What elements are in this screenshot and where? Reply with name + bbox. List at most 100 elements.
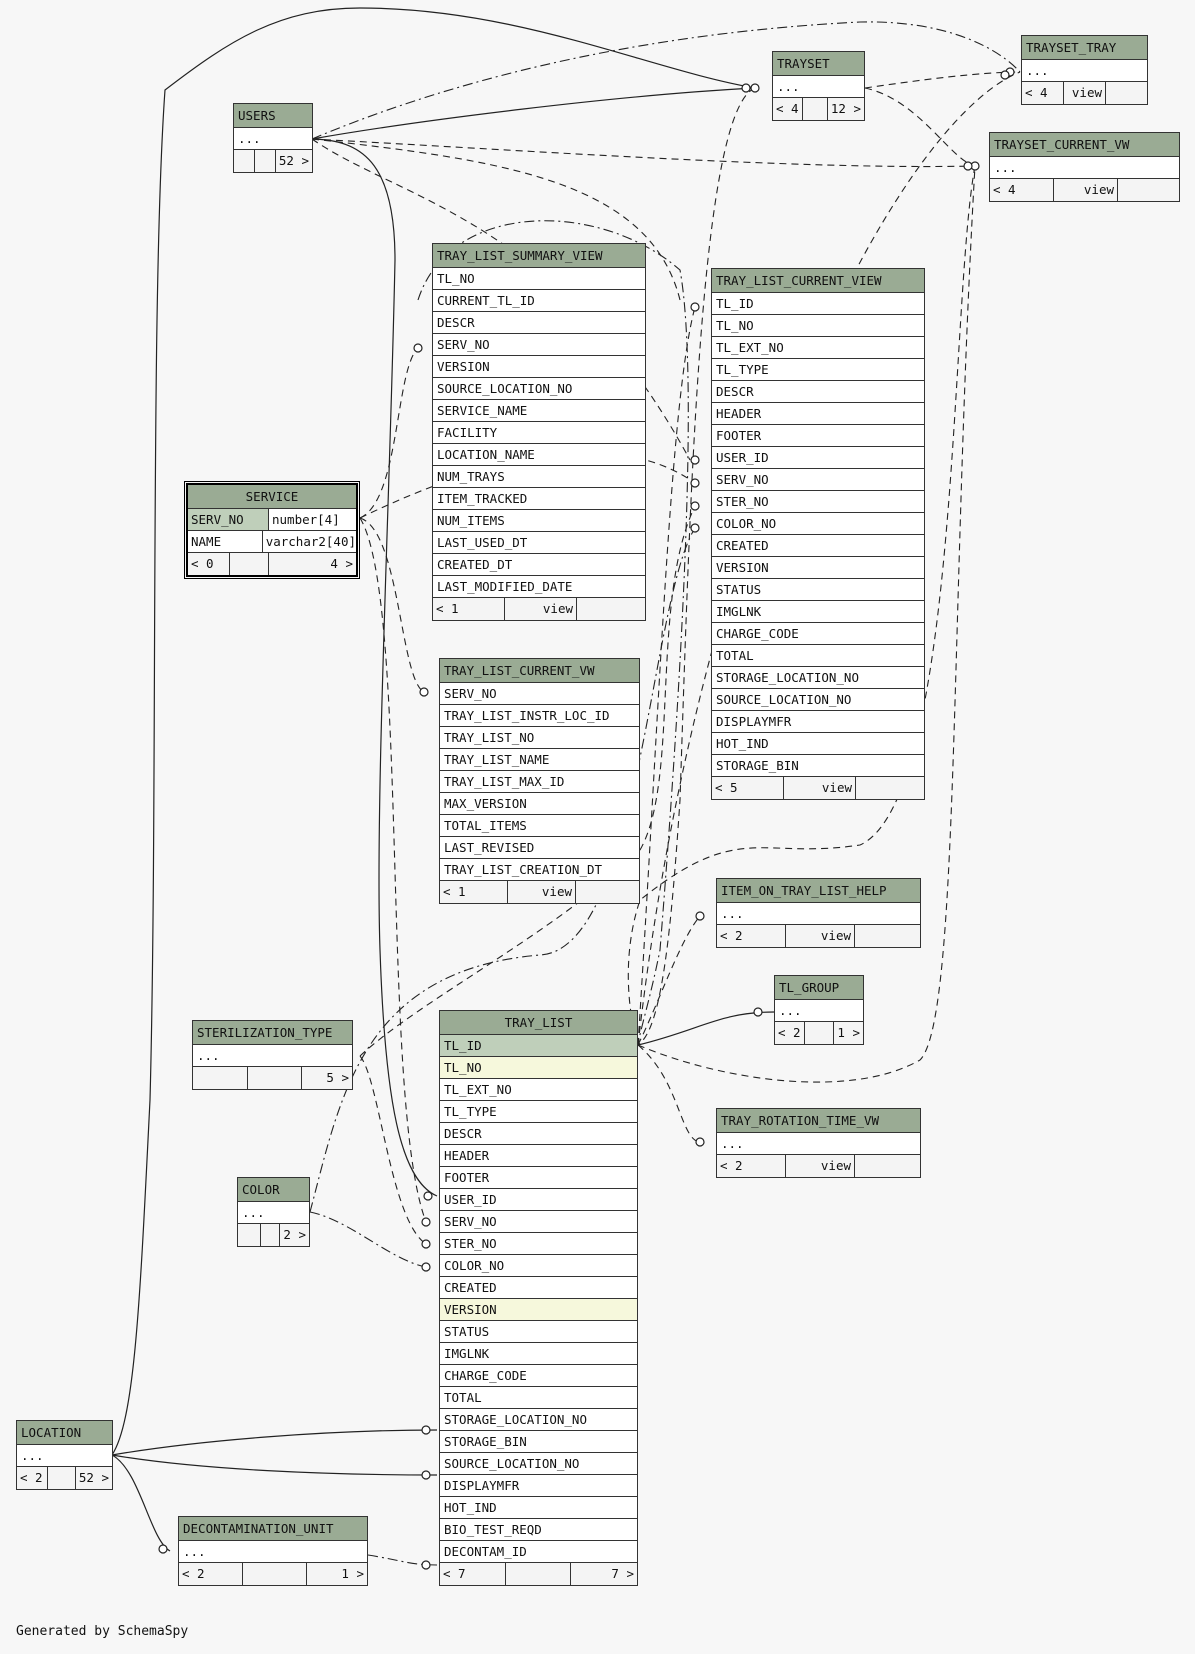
table-row: STORAGE_BIN — [440, 1431, 637, 1453]
table-tray-list[interactable]: TRAY_LIST TL_ID TL_NO TL_EXT_NO TL_TYPE … — [439, 1010, 638, 1586]
table-row: CURRENT_TL_ID — [433, 290, 645, 312]
table-row: TL_EXT_NO — [712, 337, 924, 359]
table-row: TL_NO — [440, 1057, 637, 1079]
table-header: TRAY_ROTATION_TIME_VW — [717, 1109, 920, 1133]
table-header: TRAY_LIST_CURRENT_VIEW — [712, 269, 924, 293]
rel-service-summary — [359, 347, 419, 519]
table-row: ... — [717, 903, 920, 925]
table-row: STORAGE_LOCATION_NO — [712, 667, 924, 689]
rel-users-trayset-tray — [311, 21, 1021, 140]
table-footer: < 1 view — [440, 881, 639, 903]
table-row: CHARGE_CODE — [440, 1365, 637, 1387]
table-row: SOURCE_LOCATION_NO — [440, 1453, 637, 1475]
rel-tray-list-current-view-tl — [637, 306, 696, 1046]
table-header: TRAY_LIST_SUMMARY_VIEW — [433, 244, 645, 268]
table-row: TRAY_LIST_INSTR_LOC_ID — [440, 705, 639, 727]
table-row: TL_ID — [712, 293, 924, 315]
table-row: TRAY_LIST_MAX_ID — [440, 771, 639, 793]
table-row: USER_ID — [440, 1189, 637, 1211]
table-row: SERV_NO — [433, 334, 645, 356]
table-row: TL_EXT_NO — [440, 1079, 637, 1101]
table-row: TOTAL — [712, 645, 924, 667]
table-row: TL_TYPE — [712, 359, 924, 381]
rel-service-current-vw — [359, 517, 425, 693]
table-row: FACILITY — [433, 422, 645, 444]
rel-location-source-location — [111, 1454, 438, 1476]
rel-service-current-view — [359, 452, 696, 519]
table-tl-group[interactable]: TL_GROUP ... < 2 1 > — [774, 975, 864, 1045]
table-row: SOURCE_LOCATION_NO — [433, 378, 645, 400]
table-trayset-tray[interactable]: TRAYSET_TRAY ... < 4 view — [1021, 35, 1148, 105]
table-footer: 52 > — [234, 150, 312, 172]
rel-tray-list-item-help — [637, 915, 701, 1046]
table-tray-list-summary-view[interactable]: TRAY_LIST_SUMMARY_VIEW TL_NO CURRENT_TL_… — [432, 243, 646, 621]
table-header: SERVICE — [188, 485, 356, 509]
table-service[interactable]: SERVICE SERV_NO number[4] NAME varchar2[… — [184, 481, 360, 579]
rel-color-tray-list — [309, 1211, 427, 1268]
table-header: COLOR — [238, 1178, 309, 1202]
rel-tray-list-back-loop — [637, 165, 976, 1083]
table-trayset-current-vw[interactable]: TRAYSET_CURRENT_VW ... < 4 view — [989, 132, 1180, 202]
table-row: ... — [17, 1445, 112, 1467]
rel-location-storage-location — [111, 1429, 438, 1456]
table-row: TL_NO — [433, 268, 645, 290]
table-location[interactable]: LOCATION ... < 2 52 > — [16, 1420, 113, 1490]
table-row: DECONTAM_ID — [440, 1541, 637, 1563]
table-row: CREATED — [440, 1277, 637, 1299]
table-footer: < 5 view — [712, 777, 924, 799]
table-row: SERVICE_NAME — [433, 400, 645, 422]
table-row: TL_TYPE — [440, 1101, 637, 1123]
table-row: ... — [234, 128, 312, 150]
table-row: DESCR — [433, 312, 645, 334]
table-row: ... — [179, 1541, 367, 1563]
table-footer: < 1 view — [433, 598, 645, 620]
rel-ster-tray-list — [359, 1055, 427, 1245]
table-row: STATUS — [712, 579, 924, 601]
table-header: TRAYSET — [773, 52, 864, 76]
table-footer: < 7 7 > — [440, 1563, 637, 1585]
table-tray-rotation-time-vw[interactable]: TRAY_ROTATION_TIME_VW ... < 2 view — [716, 1108, 921, 1178]
table-row: DISPLAYMFR — [712, 711, 924, 733]
table-decontamination-unit[interactable]: DECONTAMINATION_UNIT ... < 2 1 > — [178, 1516, 368, 1586]
table-row: SERV_NO — [712, 469, 924, 491]
table-footer: < 4 12 > — [773, 98, 864, 120]
table-row: IMGLNK — [712, 601, 924, 623]
table-row: ITEM_TRACKED — [433, 488, 645, 510]
table-row: ... — [773, 76, 864, 98]
table-footer: 5 > — [193, 1067, 352, 1089]
rel-users-tray-list-user-id — [311, 138, 438, 1197]
table-row: ... — [193, 1045, 352, 1067]
table-row: STORAGE_BIN — [712, 755, 924, 777]
table-trayset[interactable]: TRAYSET ... < 4 12 > — [772, 51, 865, 121]
table-row: LAST_MODIFIED_DATE — [433, 576, 645, 598]
table-row: SERV_NO — [440, 1211, 637, 1233]
table-footer: < 0 4 > — [188, 553, 356, 575]
rel-service-tray-list — [359, 517, 427, 1223]
rel-location-trayset — [111, 7, 756, 1456]
table-row: DESCR — [712, 381, 924, 403]
table-row: MAX_VERSION — [440, 793, 639, 815]
table-row: COLOR_NO — [440, 1255, 637, 1277]
table-sterilization-type[interactable]: STERILIZATION_TYPE ... 5 > — [192, 1020, 353, 1090]
table-users[interactable]: USERS ... 52 > — [233, 103, 313, 173]
table-row: NAME varchar2[40] — [188, 531, 356, 553]
table-row: DESCR — [440, 1123, 637, 1145]
table-color[interactable]: COLOR ... 2 > — [237, 1177, 310, 1247]
table-row: DISPLAYMFR — [440, 1475, 637, 1497]
table-row: STER_NO — [712, 491, 924, 513]
table-header: TRAY_LIST — [440, 1011, 637, 1035]
table-item-on-tray-list-help[interactable]: ITEM_ON_TRAY_LIST_HELP ... < 2 view — [716, 878, 921, 948]
rel-users-trayset-current-vw — [311, 138, 976, 168]
table-row: VERSION — [712, 557, 924, 579]
table-row: TRAY_LIST_NO — [440, 727, 639, 749]
table-row: FOOTER — [712, 425, 924, 447]
table-row: VERSION — [433, 356, 645, 378]
table-row: ... — [238, 1202, 309, 1224]
rel-users-trayset — [311, 87, 756, 140]
table-tray-list-current-vw[interactable]: TRAY_LIST_CURRENT_VW SERV_NO TRAY_LIST_I… — [439, 658, 640, 904]
rel-trayset-trayset-current-vw — [864, 87, 976, 167]
table-header: TRAYSET_TRAY — [1022, 36, 1147, 60]
table-row: BIO_TEST_REQD — [440, 1519, 637, 1541]
table-tray-list-current-view[interactable]: TRAY_LIST_CURRENT_VIEW TL_ID TL_NO TL_EX… — [711, 268, 925, 800]
rel-users-tray-list-summary — [311, 138, 681, 301]
